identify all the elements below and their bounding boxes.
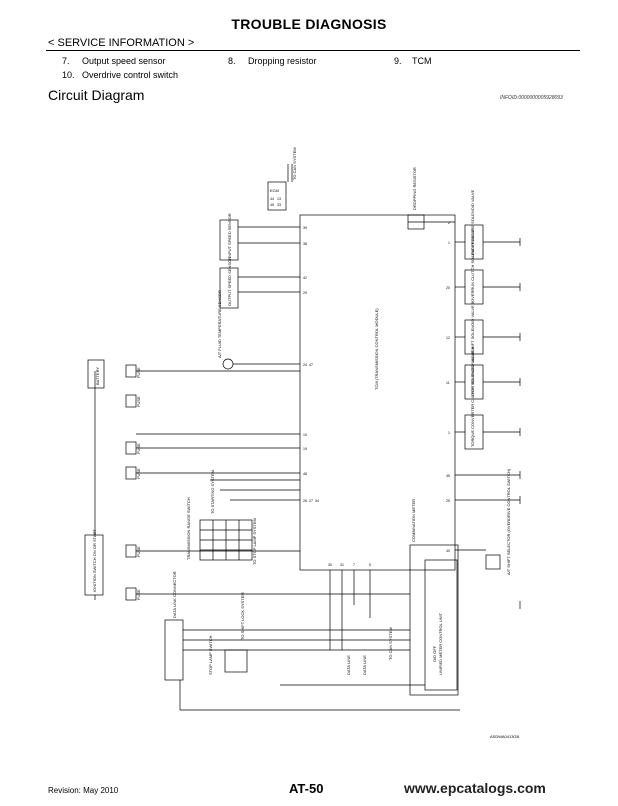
fuse-label: FUSE: [136, 396, 141, 407]
od-switch-box: [485, 554, 501, 570]
data-line-label: DATA LINE: [362, 655, 367, 675]
footer-revision: Revision: May 2010: [48, 786, 119, 795]
battery-box: [87, 359, 105, 389]
circuit-diagram-heading: Circuit Diagram: [48, 87, 145, 103]
footer-website: www.epcatalogs.com: [404, 780, 546, 796]
pin-number: 2: [448, 221, 450, 225]
pin-number: 34: [315, 499, 319, 503]
range-switch-label: TRANSMISSION RANGE SWITCH: [186, 497, 191, 560]
input-speed-sensor-box: [219, 219, 239, 261]
pin-number: 38: [303, 242, 307, 246]
fuse-label: FUSE: [136, 367, 141, 378]
fluid-temp-sensor-symbol: [222, 358, 234, 370]
fuse-label: FUSE: [136, 546, 141, 557]
page-title: TROUBLE DIAGNOSIS: [231, 16, 387, 32]
unified-meter-label: UNIFIED METER CONTROL UNIT: [438, 612, 443, 675]
pin-number: 45: [446, 474, 450, 478]
parts-list-number: 10.: [62, 70, 75, 80]
parts-list-number: 8.: [228, 56, 236, 66]
parts-list-label: TCM: [412, 56, 432, 66]
pin-number: 47: [309, 363, 313, 367]
fuse-label: FUSE: [136, 443, 141, 454]
parts-list-number: 7.: [62, 56, 70, 66]
valve-label: SHIFT SOLENOID VALVE B: [470, 301, 475, 352]
pin-number: 45: [270, 203, 274, 207]
od-off-label: O/D OFF: [432, 645, 437, 662]
parts-list-number: 9.: [394, 56, 402, 66]
battery-label: BATTERY: [95, 367, 100, 385]
stop-lamp-switch-box: [224, 649, 248, 673]
combination-meter-label: COMBINATION METER: [411, 499, 416, 542]
pin-number: 10: [303, 433, 307, 437]
pin-number: 48: [303, 472, 307, 476]
pin-number: 19: [303, 447, 307, 451]
data-link-label: DATA LINK CONNECTOR: [172, 571, 177, 618]
ignition-switch-label: IGNITION SWITCH ON OR START: [92, 529, 97, 592]
pin-number: 25: [446, 499, 450, 503]
ignition-switch-box: [84, 534, 104, 596]
data-link-connector-box: [164, 619, 184, 681]
figure-id: ASDWA0413GB: [490, 734, 520, 739]
starting-system-label: TO STARTING SYSTEM: [210, 470, 215, 514]
tcm-label: TCM (TRANSMISSION CONTROL MODULE): [374, 308, 379, 390]
parts-list-label: Overdrive control switch: [82, 70, 179, 80]
output-speed-sensor-box: [219, 267, 239, 309]
pin-number: 30: [328, 563, 332, 567]
wiring-diagram: TCM (TRANSMISSION CONTROL MODULE) ECM TO…: [84, 147, 521, 739]
pin-number: 1: [448, 241, 450, 245]
valve-label: LINE PRESSURE SOLENOID VALVE: [470, 189, 475, 257]
shift-lock-label: TO SHIFT LOCK SYSTEM: [240, 592, 245, 640]
parts-list-label: Output speed sensor: [82, 56, 166, 66]
fuse-label: FUSE: [136, 589, 141, 600]
valve-label: TORQUE CONVERTER CLUTCH SOLENOID VALVE: [470, 351, 475, 447]
output-speed-sensor-label: OUTPUT SPEED SENSOR: [227, 257, 232, 306]
header-divider: [46, 50, 580, 51]
dropping-resistor-label: DROPPING RESISTOR: [412, 167, 417, 210]
pin-number: 20: [446, 286, 450, 290]
footer-page-number: AT-50: [289, 781, 324, 796]
parts-list-label: Dropping resistor: [248, 56, 317, 66]
pin-number: 13: [277, 197, 281, 201]
pin-number: 42: [303, 276, 307, 280]
valve-label: SHIFT SOLENOID VALVE A: [470, 346, 475, 397]
pin-number: 29: [303, 291, 307, 295]
section-breadcrumb: < SERVICE INFORMATION >: [48, 37, 195, 49]
fluid-temp-sensor-label: A/T FLUID TEMPERATURE SENSOR: [217, 290, 222, 358]
pin-number: 7: [353, 563, 355, 567]
pin-number: 24: [303, 363, 307, 367]
tcm-box: [299, 214, 456, 571]
pin-number: 1: [448, 431, 450, 435]
fuse-label: FUSE: [136, 468, 141, 479]
info-id: INFOID:0000000005928093: [500, 95, 563, 101]
ecm-label: ECM: [270, 188, 279, 193]
pin-number: 31: [340, 563, 344, 567]
pin-number: 12: [446, 336, 450, 340]
pin-number: 27: [309, 499, 313, 503]
stop-lamp-switch-label: STOP LAMP SWITCH: [208, 635, 213, 675]
od-switch-label: A/T SHIFT SELECTOR (OVERDRIVE CONTROL SW…: [506, 468, 511, 575]
data-line-label: DATA LINE: [346, 655, 351, 675]
pin-number: 44: [270, 197, 274, 201]
pin-number: 11: [446, 381, 450, 385]
can-label: TO CAN SYSTEM: [292, 147, 297, 180]
pin-number: 26: [303, 499, 307, 503]
combination-meter-box: [409, 544, 459, 696]
pin-number: 39: [303, 226, 307, 230]
valve-label: OVERRUN CLUTCH SOLENOID VALVE: [470, 229, 475, 302]
ecm-box: [267, 181, 287, 211]
pin-number: 40: [446, 549, 450, 553]
stop-lamp-system-label: TO STOP LAMP SYSTEM: [252, 518, 257, 565]
pin-number: 33: [277, 203, 281, 207]
can-label-bottom: TO CAN SYSTEM: [388, 627, 393, 660]
input-speed-sensor-label: INPUT SPEED SENSOR: [227, 213, 232, 258]
pin-number: 5: [369, 563, 371, 567]
